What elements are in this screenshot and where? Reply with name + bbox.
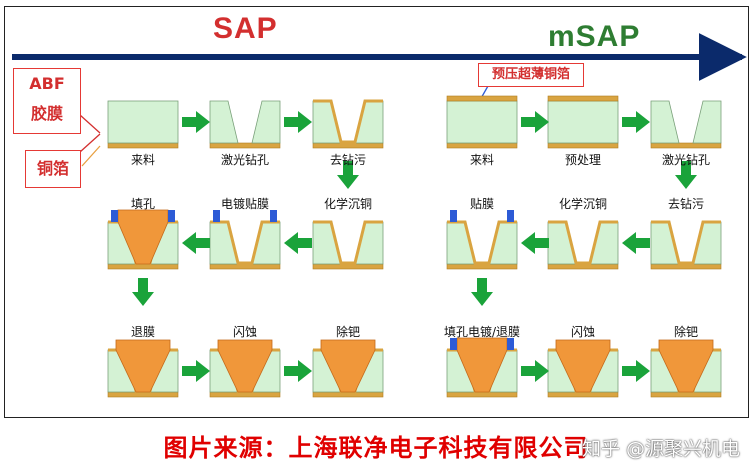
sap-arrow-1: [182, 111, 210, 133]
msap-arrow-7: [521, 360, 549, 382]
sap-step-4-copper-base: [312, 263, 384, 270]
msap-arrow-4: [622, 232, 650, 254]
sap-step-7-plated-fill: [115, 339, 171, 393]
sap-step-label-4: 化学沉铜: [323, 197, 372, 211]
sap-step-9-copper-base: [312, 391, 384, 398]
sap-step-label-3: 去钻污: [329, 153, 366, 167]
sap-step-8-plated-fill: [217, 339, 273, 393]
sap-step-2-substrate-right: [251, 100, 281, 144]
msap-arrow-6: [471, 278, 493, 306]
sap-step-5-dry-film-right: [270, 210, 277, 222]
msap-arrow-5: [521, 232, 549, 254]
msap-step-3-substrate-left: [650, 100, 680, 144]
sap-arrow-2: [284, 111, 312, 133]
msap-step-label-7: 填孔电镀/退膜: [443, 325, 521, 339]
msap-step-7-copper-base: [446, 391, 518, 398]
msap-step-6-dry-film-left: [450, 210, 457, 222]
msap-step-4-copper-base: [650, 263, 722, 270]
msap-step-7-dry-film-right: [507, 338, 514, 350]
sap-step-label-5: 电镀贴膜: [220, 197, 269, 211]
sap-step-6-copper-base: [107, 263, 179, 270]
sap-step-3-copper-base: [312, 142, 384, 149]
sap-step-label-8: 闪蚀: [232, 325, 257, 339]
msap-step-label-8: 闪蚀: [570, 325, 595, 339]
msap-title: mSAP: [548, 20, 641, 53]
msap-step-9-plated-fill: [658, 339, 714, 393]
msap-step-8-copper-base: [547, 391, 619, 398]
msap-step-1-substrate: [446, 100, 518, 144]
msap-step-1-copper-top: [446, 95, 518, 102]
msap-step-5-seed-copper: [548, 220, 618, 265]
sap-step-6-dry-film-right: [168, 210, 175, 222]
msap-step-label-3: 激光钻孔: [661, 153, 710, 167]
msap-step-2-substrate: [547, 100, 619, 144]
sap-step-8-copper-base: [209, 391, 281, 398]
sap-step-9-plated-fill: [320, 339, 376, 393]
sap-step-6-dry-film-left: [111, 210, 118, 222]
sap-arrow-7: [182, 360, 210, 382]
msap-step-3-copper-base: [650, 142, 722, 149]
msap-step-label-4: 去钻污: [667, 197, 704, 211]
sap-arrow-5: [182, 232, 210, 254]
msap-step-6-copper-base: [446, 263, 518, 270]
sap-step-7-copper-base: [107, 391, 179, 398]
sap-step-label-2: 激光钻孔: [220, 153, 269, 167]
abf-callout-line: [79, 114, 101, 134]
msap-step-label-9: 除钯: [673, 325, 698, 339]
msap-step-2-copper-base: [547, 142, 619, 149]
sap-title: SAP: [213, 12, 278, 45]
msap-arrow-1: [521, 111, 549, 133]
msap-arrow-2: [622, 111, 650, 133]
msap-step-label-6: 贴膜: [469, 197, 494, 211]
msap-step-4-seed-copper: [651, 220, 721, 265]
sap-step-label-9: 除钯: [335, 325, 360, 339]
sap-step-2-copper-base: [209, 142, 281, 149]
msap-step-6-dry-film-right: [507, 210, 514, 222]
sap-arrow-6: [132, 278, 154, 306]
sap-step-label-6: 填孔: [130, 197, 155, 211]
abf-film-label: ABF 胶膜: [13, 68, 81, 134]
sap-step-5-copper-base: [209, 263, 281, 270]
msap-step-label-1: 来料: [469, 153, 494, 167]
sap-step-2-substrate-left: [209, 100, 239, 144]
msap-step-5-copper-base: [547, 263, 619, 270]
sap-arrow-4: [284, 232, 312, 254]
sap-step-3-seed-copper: [313, 99, 383, 144]
sap-step-1-copper-base: [107, 142, 179, 149]
copper-foil-label: 铜箔: [25, 150, 81, 188]
msap-step-6-seed-copper: [447, 220, 517, 265]
sap-step-label-7: 退膜: [130, 325, 155, 339]
sap-step-label-1: 来料: [130, 153, 155, 167]
msap-step-8-plated-fill: [555, 339, 611, 393]
msap-step-7-dry-film-left: [450, 338, 457, 350]
sap-step-5-seed-copper: [210, 220, 280, 265]
sap-step-4-seed-copper: [313, 220, 383, 265]
sap-step-5-dry-film-left: [213, 210, 220, 222]
msap-step-label-5: 化学沉铜: [558, 197, 607, 211]
copper-callout-line: [81, 145, 101, 167]
sap-arrow-3: [337, 161, 359, 189]
watermark: 知乎 @源聚兴机电: [581, 438, 740, 460]
msap-step-1-copper-base: [446, 142, 518, 149]
msap-step-2-copper-top: [547, 95, 619, 102]
msap-arrow-3: [675, 161, 697, 189]
sap-step-1-substrate: [107, 100, 179, 144]
msap-step-label-2: 预处理: [564, 153, 601, 167]
msap-arrow-8: [622, 360, 650, 382]
msap-step-9-copper-base: [650, 391, 722, 398]
sap-arrow-8: [284, 360, 312, 382]
msap-step-3-substrate-right: [692, 100, 722, 144]
image-source-caption: 图片来源：上海联净电子科技有限公司: [163, 434, 589, 462]
pre-pressed-copper-label: 预压超薄铜箔: [478, 63, 584, 87]
